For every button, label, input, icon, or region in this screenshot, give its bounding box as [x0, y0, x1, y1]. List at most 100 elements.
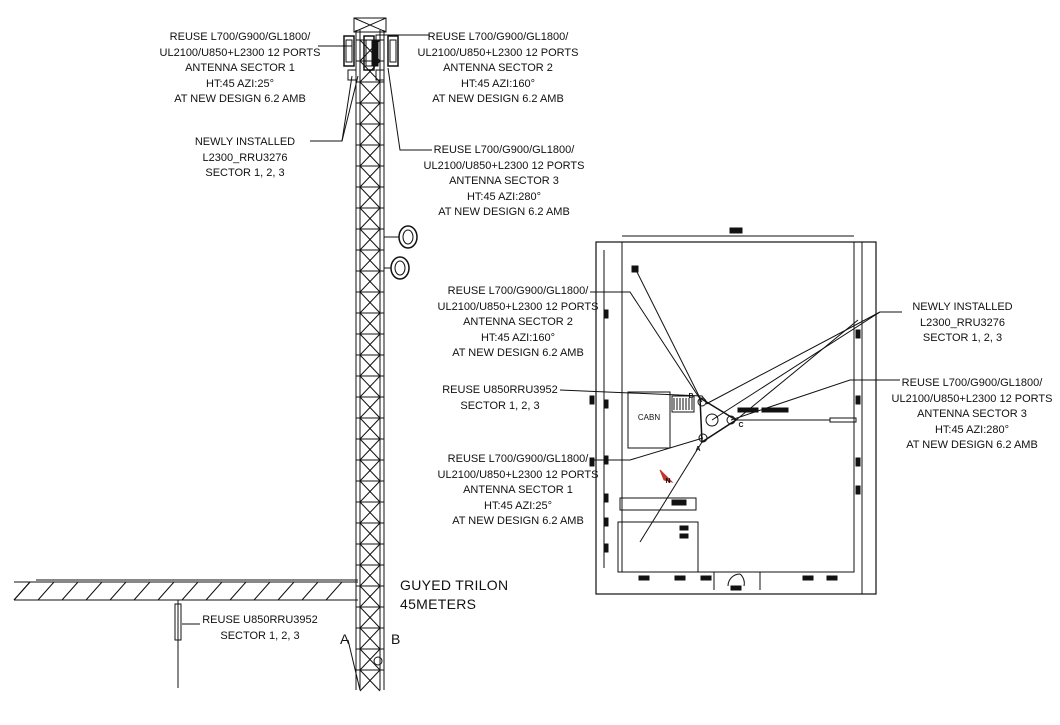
tray-rung [301, 581, 319, 601]
north-arrow [659, 469, 674, 483]
mast-brace [359, 186, 381, 209]
plan-north-label: N [665, 478, 671, 485]
antenna-inner [345, 39, 353, 63]
mast-brace [359, 312, 381, 335]
tray-rung [253, 581, 271, 601]
tray-rung [37, 581, 55, 601]
tray-rung [109, 581, 127, 601]
plan-rru-new-label: NEWLY INSTALLED L2300_RRU3276 SECTOR 1, … [912, 301, 1013, 344]
dish-2 [390, 256, 410, 280]
bottom-marker [730, 585, 742, 591]
fence-post [589, 457, 595, 467]
plan-sector2-label: REUSE L700/G900/GL1800/ UL2100/U850+L230… [437, 285, 599, 359]
mast-brace [359, 627, 381, 650]
leader-sector3 [387, 67, 432, 151]
antenna-panel [343, 35, 355, 67]
mast-brace [359, 291, 381, 314]
mast-brace [359, 669, 381, 692]
mast-brace [359, 333, 381, 356]
mast-brace [359, 396, 381, 419]
base-leg [347, 639, 361, 691]
mast-brace [359, 165, 381, 188]
guy-anchor [631, 265, 639, 273]
dish-1-inner [402, 229, 414, 245]
tower-leg-a [698, 433, 708, 443]
guy-wire-nw [635, 269, 701, 399]
site-plan [559, 227, 902, 595]
tray-rung [85, 581, 103, 601]
mast-brace [359, 354, 381, 377]
mast-brace [359, 564, 381, 587]
mast-brace [359, 459, 381, 482]
mast-brace [359, 207, 381, 230]
leader-plan-rru [559, 389, 709, 405]
antenna-inner [389, 39, 397, 63]
mast-brace [359, 606, 381, 629]
tower-leg-b-label: B [391, 631, 401, 647]
cable-tray [13, 579, 358, 601]
tower-base-node [373, 656, 383, 666]
plan-rru-reuse-label: REUSE U850RRU3952 SECTOR 1, 2, 3 [442, 384, 558, 412]
plan-sector1-label: REUSE L700/G900/GL1800/ UL2100/U850+L230… [437, 453, 599, 527]
tower-antennas [343, 35, 399, 81]
tray-rung [61, 581, 79, 601]
equipment-slab [617, 521, 699, 573]
tray-rung [157, 581, 175, 601]
tower-sector3-label: REUSE L700/G900/GL1800/ UL2100/U850+L230… [423, 144, 585, 218]
mast-brace [359, 270, 381, 293]
mast-brace [359, 249, 381, 272]
mast-brace [359, 144, 381, 167]
tray-rung [205, 581, 223, 601]
rru-pole [174, 600, 200, 688]
fence-post [603, 517, 609, 527]
dish-1 [398, 225, 418, 249]
tower-type-label: GUYED TRILON 45METERS [400, 577, 509, 612]
antenna-panel [387, 35, 399, 67]
bottom-marker [638, 575, 650, 581]
antenna-mount [371, 39, 379, 67]
rru-box [347, 69, 357, 81]
antenna-inner [365, 39, 373, 67]
equipment-box [619, 497, 697, 511]
mast-brace [359, 522, 381, 545]
dish-2-inner [394, 260, 406, 276]
mast-top-frame [353, 17, 387, 33]
tower-rru-reuse-label: REUSE U850RRU3952 SECTOR 1, 2, 3 [202, 614, 318, 642]
mast-brace [359, 438, 381, 461]
tower-triangle [699, 396, 738, 444]
leader-sector2 [375, 34, 430, 52]
feeder-entry [829, 417, 857, 423]
fence-post [589, 395, 595, 405]
cabin [627, 391, 671, 449]
wall-marker [729, 227, 743, 234]
rru-unit [174, 603, 182, 641]
tray-end [13, 581, 31, 601]
tower-sector1-label: REUSE L700/G900/GL1800/ UL2100/U850+L230… [159, 31, 321, 105]
leader-plan-rru-new [711, 311, 902, 421]
mast-brace [359, 102, 381, 125]
mast-brace [359, 480, 381, 503]
tray-rung [325, 581, 343, 601]
mast-top-brace [353, 17, 387, 33]
plan-cabin-label: CABN [637, 413, 661, 422]
gate-swing [727, 573, 741, 587]
leader-plan-rru-new-2 [705, 311, 881, 405]
lattice-mast [353, 17, 387, 692]
tower-sector2-label: REUSE L700/G900/GL1800/ UL2100/U850+L230… [417, 31, 579, 105]
tower-elevation [13, 17, 432, 692]
fence-post [603, 493, 609, 503]
mast-brace [359, 501, 381, 524]
fence-post [855, 485, 861, 495]
mast-brace [359, 228, 381, 251]
tower-leg-c [726, 415, 736, 425]
leader-plan-sector3 [730, 379, 900, 421]
tray-rung [133, 581, 151, 601]
mast-brace [359, 417, 381, 440]
tower-center [705, 413, 719, 427]
plan-sector3-label: REUSE L700/G900/GL1800/ UL2100/U850+L230… [891, 377, 1053, 451]
rru-box [375, 69, 385, 81]
cabin-vent [671, 395, 695, 413]
mast-brace [359, 585, 381, 608]
bottom-marker [802, 575, 814, 581]
